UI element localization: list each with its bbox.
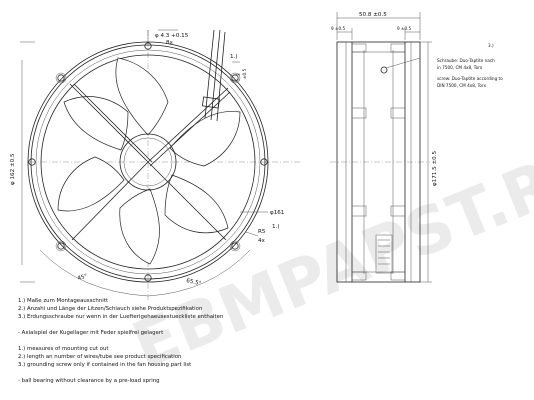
- dim-width: 50.8 ±0.5: [359, 12, 387, 18]
- dim-offset-tol: ±0.5: [242, 68, 247, 79]
- dim-right-flange: 9 ±0.5: [397, 26, 411, 31]
- screw-note-en-1: screw: Duo-Taptite according to: [437, 76, 503, 81]
- note-line: - ball bearing without clearance by a pr…: [18, 378, 160, 384]
- watermark: EBMPAPST.RU: [123, 128, 534, 384]
- dim-radius-count: 4x: [258, 238, 266, 244]
- dim-offset: 3: [236, 73, 241, 76]
- dim-fan-diameter: φ161: [270, 210, 285, 216]
- note-line: 1.) measures of mounting cut out: [18, 346, 108, 352]
- struts: [69, 83, 231, 241]
- note-line: - Axialspiel der Kugellager mit Feder sp…: [18, 330, 163, 336]
- dim-radius: R5: [258, 229, 266, 235]
- mounting-holes: [28, 42, 268, 282]
- note-line: 3.) grounding screw only if contained in…: [18, 362, 191, 368]
- dim-hole-diameter: φ 4.3 +0.15: [155, 33, 189, 39]
- screw-note-en-2: DIN 7500, CM 4x8, Torx: [437, 83, 487, 88]
- front-view: φ 4.3 +0.15 8x φ 162 ±0.5 45° 65.5° φ161…: [10, 29, 300, 300]
- note-line: 2.) length an number of wires/tube see p…: [18, 354, 181, 360]
- cable-outlet: [201, 29, 226, 122]
- grounding-screw: [380, 66, 388, 74]
- housing-side-profile: [336, 41, 421, 283]
- note-ref-1-left: 1.): [230, 54, 238, 60]
- notes-block: 1.) Maße zum Montageausschnitt 2.) Anzah…: [18, 298, 223, 384]
- screw-note-ref: 3.): [488, 43, 494, 48]
- angle-right: 65.5°: [186, 278, 202, 287]
- note-ref-1-right: 1.): [272, 224, 280, 230]
- dim-hole-count: 8x: [166, 40, 174, 46]
- fan-blades: [57, 57, 241, 265]
- type-label: [375, 234, 393, 274]
- fan-opening: [40, 54, 256, 270]
- note-line: 1.) Maße zum Montageausschnitt: [18, 298, 108, 304]
- dim-outer-diameter: φ 162 ±0.5: [10, 153, 16, 185]
- dim-left-flange: 9 ±0.5: [331, 26, 345, 31]
- hub: [119, 133, 177, 191]
- angle-left: 45°: [77, 274, 88, 282]
- note-line: 3.) Erdungsschraube nur wenn in der Luef…: [18, 314, 223, 320]
- screw-note-de-1: Schraube: Duo-Taptite nach: [437, 58, 495, 63]
- dim-side-diameter: φ171.5 ±0.5: [432, 150, 438, 186]
- side-view: 50.8 ±0.5 9 ±0.5 9 ±0.5: [330, 12, 503, 283]
- note-line: 2.) Anzahl und Länge der Litzen/Schlauch…: [18, 306, 202, 312]
- screw-note-de-2: in 7500, CM 4x8, Torx: [437, 65, 483, 70]
